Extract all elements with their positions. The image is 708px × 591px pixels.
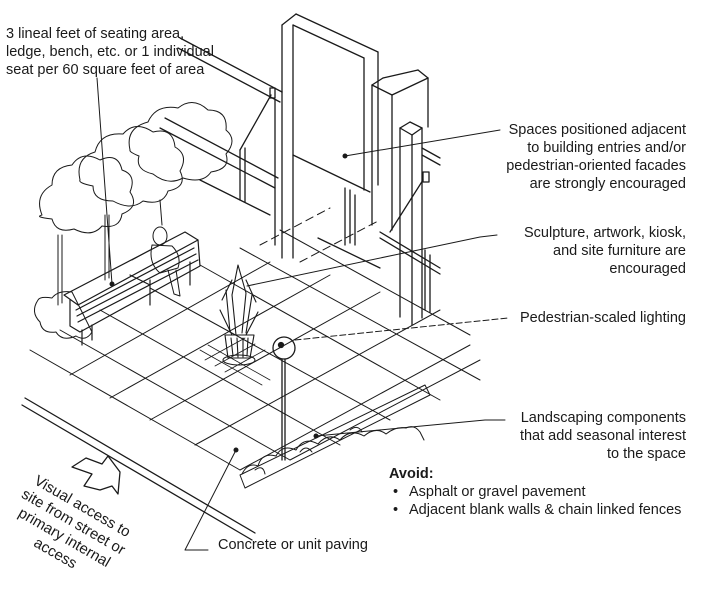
leader-dots [109, 153, 348, 453]
callout-lighting: Pedestrian-scaled lighting [520, 309, 686, 327]
callout-paving: Concrete or unit paving [218, 536, 368, 554]
arrow-up-right-icon [71, 455, 121, 495]
paving-grid [29, 207, 481, 471]
callout-seating-line: ledge, bench, etc. or 1 individual [6, 44, 214, 60]
avoid-section: Avoid: Asphalt or gravel pavement Adjace… [389, 465, 681, 519]
callout-landscaping-line: to the space [607, 446, 686, 462]
callout-sculpture-line: and site furniture are [553, 243, 686, 259]
callout-sculpture-line: encouraged [609, 261, 686, 277]
avoid-item: Asphalt or gravel pavement [389, 483, 681, 501]
callout-landscaping-line: that add seasonal interest [519, 428, 686, 444]
callout-adjacent-line: are strongly encouraged [529, 176, 686, 192]
planter-tile-pattern [199, 337, 271, 386]
leader-lines [96, 77, 509, 551]
callout-landscaping: Landscaping components that add seasonal… [520, 409, 686, 463]
street-curb [21, 397, 256, 541]
callout-sculpture-line: Sculpture, artwork, kiosk, [524, 225, 686, 241]
callout-seating-line: 3 lineal feet of seating area, [6, 26, 185, 42]
avoid-list: Asphalt or gravel pavement Adjacent blan… [389, 483, 681, 519]
seated-person [131, 226, 181, 297]
callout-seating-line: seat per 60 square feet of area [6, 62, 205, 78]
avoid-item: Adjacent blank walls & chain linked fenc… [389, 501, 681, 519]
callout-seating: 3 lineal feet of seating area, ledge, be… [6, 25, 214, 79]
callout-adjacent-line: to building entries and/or [527, 140, 686, 156]
callout-paving-line: Concrete or unit paving [218, 537, 368, 553]
bench [63, 231, 201, 346]
callout-adjacent-line: Spaces positioned adjacent [508, 122, 686, 138]
street-lamp [272, 336, 296, 461]
callout-adjacent-spaces: Spaces positioned adjacent to building e… [506, 121, 686, 193]
callout-lighting-line: Pedestrian-scaled lighting [519, 310, 686, 326]
callout-sculpture: Sculpture, artwork, kiosk, and site furn… [524, 224, 686, 278]
plaza-diagram: 3 lineal feet of seating area, ledge, be… [0, 0, 708, 573]
callout-adjacent-line: pedestrian-oriented facades [506, 158, 686, 174]
shrub-bed-left [34, 291, 93, 339]
callout-landscaping-line: Landscaping components [520, 410, 686, 426]
trees [39, 102, 233, 306]
plaza-illustration [21, 13, 509, 551]
building-facade [159, 13, 441, 326]
planter-sculpture [219, 264, 259, 366]
avoid-title: Avoid: [389, 466, 434, 482]
